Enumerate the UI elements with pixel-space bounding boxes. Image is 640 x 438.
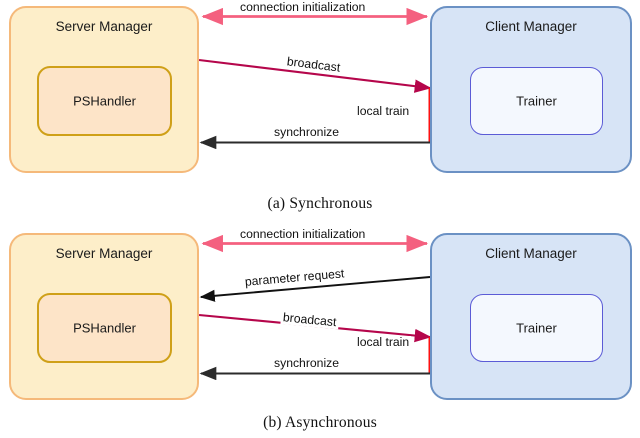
pshandler-label: PSHandler	[73, 93, 136, 109]
arrow-parameter-request	[199, 276, 431, 302]
client-manager-box: Client Manager Trainer	[430, 6, 632, 173]
edge-label-connection-initialization: connection initialization	[238, 227, 368, 241]
server-manager-box: Server Manager PSHandler	[9, 233, 199, 400]
arrow-broadcast	[198, 58, 432, 93]
edge-label-synchronize: synchronize	[272, 356, 342, 370]
edge-label-connection-initialization: connection initialization	[238, 0, 368, 14]
trainer-box: Trainer	[470, 294, 603, 362]
server-manager-box: Server Manager PSHandler	[9, 6, 199, 173]
edge-label-local-train: local train	[355, 104, 412, 118]
pshandler-box: PSHandler	[37, 293, 172, 363]
server-manager-title: Server Manager	[55, 19, 153, 34]
caption-synchronous: (a) Synchronous	[267, 195, 373, 212]
client-manager-title: Client Manager	[485, 19, 577, 34]
edge-label-synchronize: synchronize	[272, 125, 342, 139]
edge-label-local-train: local train	[355, 335, 412, 349]
trainer-label: Trainer	[516, 93, 557, 109]
figure-synchronous: Server Manager PSHandler Client Manager …	[9, 0, 632, 212]
trainer-box: Trainer	[470, 67, 603, 135]
trainer-label: Trainer	[516, 320, 557, 336]
server-manager-title: Server Manager	[55, 246, 153, 261]
caption-asynchronous: (b) Asynchronous	[263, 414, 377, 431]
figure-asynchronous: Server Manager PSHandler Client Manager …	[0, 219, 640, 438]
pshandler-box: PSHandler	[37, 66, 172, 136]
client-manager-title: Client Manager	[485, 246, 577, 261]
client-manager-box: Client Manager Trainer	[430, 233, 632, 400]
pshandler-label: PSHandler	[73, 320, 136, 336]
